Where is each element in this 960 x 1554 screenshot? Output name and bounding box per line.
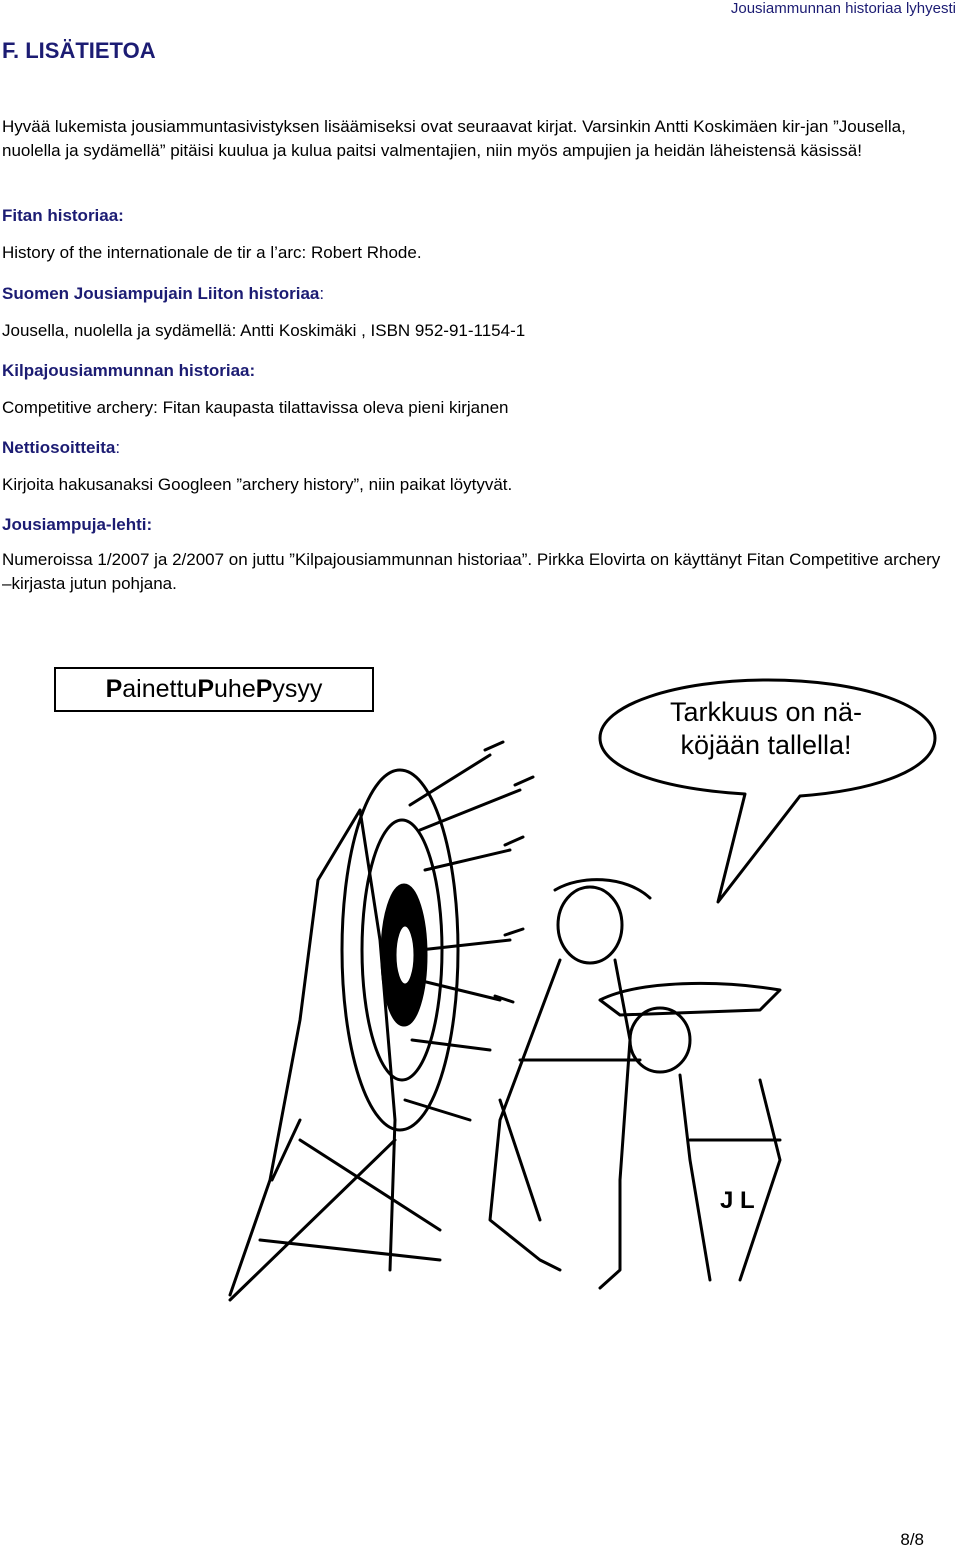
archery-cartoon: J L	[228, 678, 937, 1302]
text-kilpa: Competitive archery: Fitan kaupasta tila…	[2, 398, 509, 417]
text-netti: Kirjoita hakusanaksi Googleen ”archery h…	[2, 475, 513, 494]
heading-sjal: Suomen Jousiampujain Liiton historiaa:	[2, 284, 325, 303]
archer-head-1	[556, 885, 624, 965]
archer-head-2	[628, 1006, 692, 1074]
speech-bubble	[598, 678, 937, 904]
section-title: F. LISÄTIETOA	[2, 38, 156, 63]
intro-paragraph: Hyvää lukemista jousiammuntasivistyksen …	[2, 117, 906, 160]
text-fita: History of the internationale de tir a l…	[2, 243, 422, 262]
heading-fita: Fitan historiaa:	[2, 206, 124, 225]
running-head: Jousiammunnan historiaa lyhyesti	[730, 0, 956, 17]
easel	[228, 808, 442, 1302]
text-sjal: Jousella, nuolella ja sydämellä: Antti K…	[2, 321, 526, 340]
speech-text: Tarkkuus on nä-köjään tallella!	[669, 697, 863, 760]
heading-netti: Nettiosoitteita:	[2, 438, 121, 457]
page-number: 8/8	[900, 1530, 924, 1549]
archer-body-2	[678, 1073, 782, 1282]
archer-body-1	[488, 958, 632, 1290]
target-boss	[340, 768, 460, 1132]
heading-kilpa: Kilpajousiammunnan historiaa:	[2, 361, 256, 380]
text-lehti: Numeroissa 1/2007 ja 2/2007 on juttu ”Ki…	[2, 550, 941, 593]
heading-lehti: Jousiampuja-lehti:	[2, 515, 153, 534]
signature: J L	[720, 1187, 755, 1214]
